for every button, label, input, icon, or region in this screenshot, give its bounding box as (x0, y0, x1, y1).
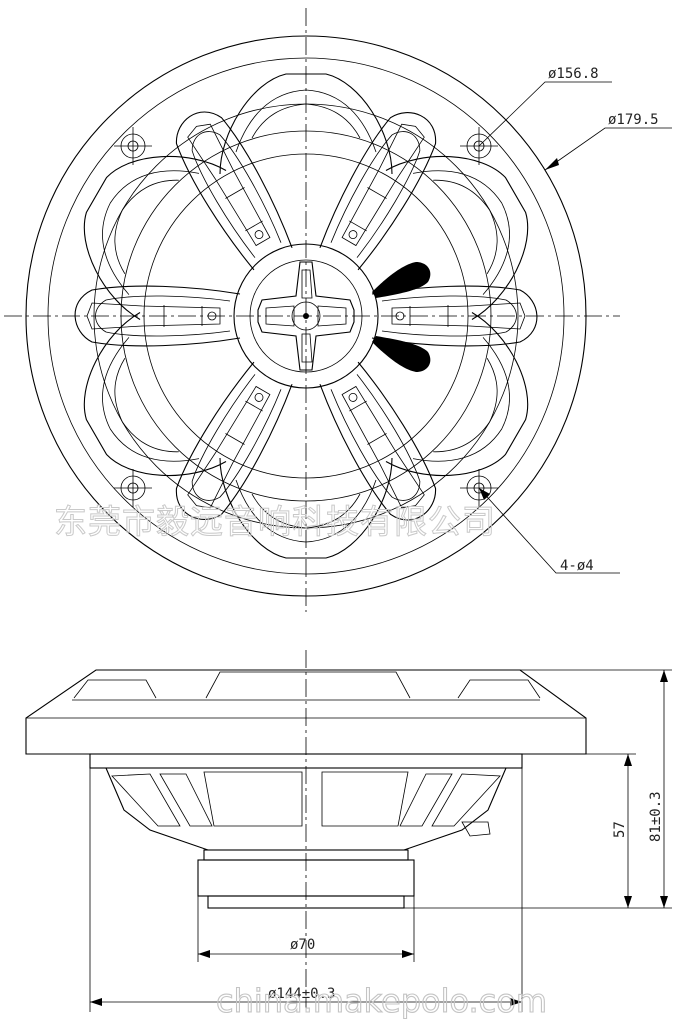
basket-windows (111, 771, 501, 827)
outer-frame-circle (25, 35, 587, 597)
dim-depth: 57 (612, 821, 628, 838)
company-watermark: 东莞市毅远音响科技有限公司 (54, 502, 496, 541)
site-watermark: china.makepolo.com (216, 982, 547, 1020)
leader-holes-arrow (479, 488, 490, 500)
terminal-side (461, 821, 491, 837)
dim-bolt-circle: ø156.8 (548, 66, 599, 82)
leader-outer-arrow (545, 158, 559, 170)
cone-ring-middle (120, 130, 492, 502)
side-view: 81±0.3 57 ø70 ø144±0.3 (25, 650, 672, 1012)
front-view: ø156.8 ø179.5 4-ø4 (4, 8, 672, 612)
dim-mounting-holes: 4-ø4 (560, 558, 594, 574)
leader-bolt-circle (478, 81, 612, 147)
terminal-tab-upper (372, 262, 431, 298)
inner-frame-circle (47, 57, 565, 575)
leader-outer (544, 127, 672, 171)
dim-outer-diameter: ø179.5 (608, 112, 659, 128)
dim-total-height: 81±0.3 (648, 791, 664, 842)
leader-holes (478, 487, 620, 574)
cone-ring-inner (143, 153, 469, 479)
dim-magnet-diameter: ø70 (290, 937, 315, 953)
center-hub (233, 243, 379, 389)
terminal-tab-lower (372, 336, 431, 372)
dim-basket-diameter: ø144±0.3 (268, 986, 335, 1002)
magnet-back-plate (207, 895, 405, 909)
